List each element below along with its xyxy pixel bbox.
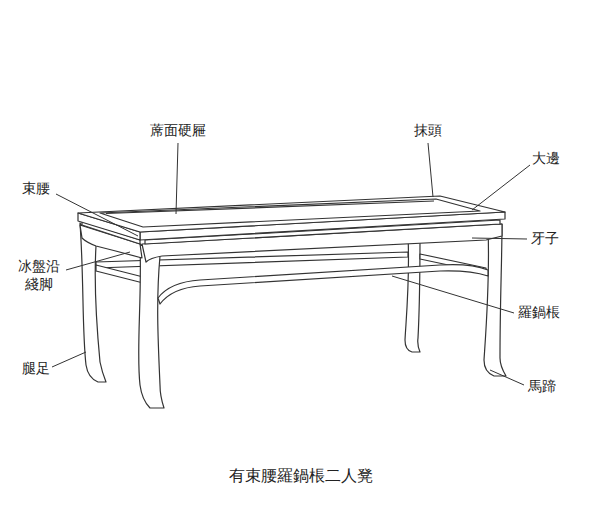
front-right-leg [484, 224, 506, 376]
leader-line [392, 276, 514, 313]
part-label: 大邊 [532, 150, 560, 168]
leader-line [52, 352, 86, 367]
part-label: 腿足 [22, 360, 50, 378]
front-left-leg [139, 244, 164, 408]
caption: 有束腰羅鍋棖二人凳 [0, 466, 601, 487]
leader-line [490, 370, 524, 385]
part-label: 抹頭 [414, 122, 442, 140]
part-label: 羅鍋棖 [518, 304, 560, 322]
part-label: 束腰 [22, 180, 50, 198]
leader-line [428, 143, 433, 197]
seat-panel [100, 199, 480, 227]
part-label: 馬蹄 [528, 378, 556, 396]
part-label: 牙子 [531, 230, 559, 248]
leader-line [176, 143, 178, 214]
leader-line [66, 252, 130, 270]
panel-inner-line [106, 201, 434, 214]
part-label: 冰盤沿 綫脚 [16, 258, 62, 294]
leader-line [56, 194, 138, 236]
leader-line [472, 165, 530, 210]
front-stretcher [158, 265, 488, 304]
top-face [78, 196, 505, 232]
leader-lines [52, 143, 530, 385]
part-label: 蓆面硬屜 [150, 122, 206, 140]
leader-line [472, 238, 527, 239]
